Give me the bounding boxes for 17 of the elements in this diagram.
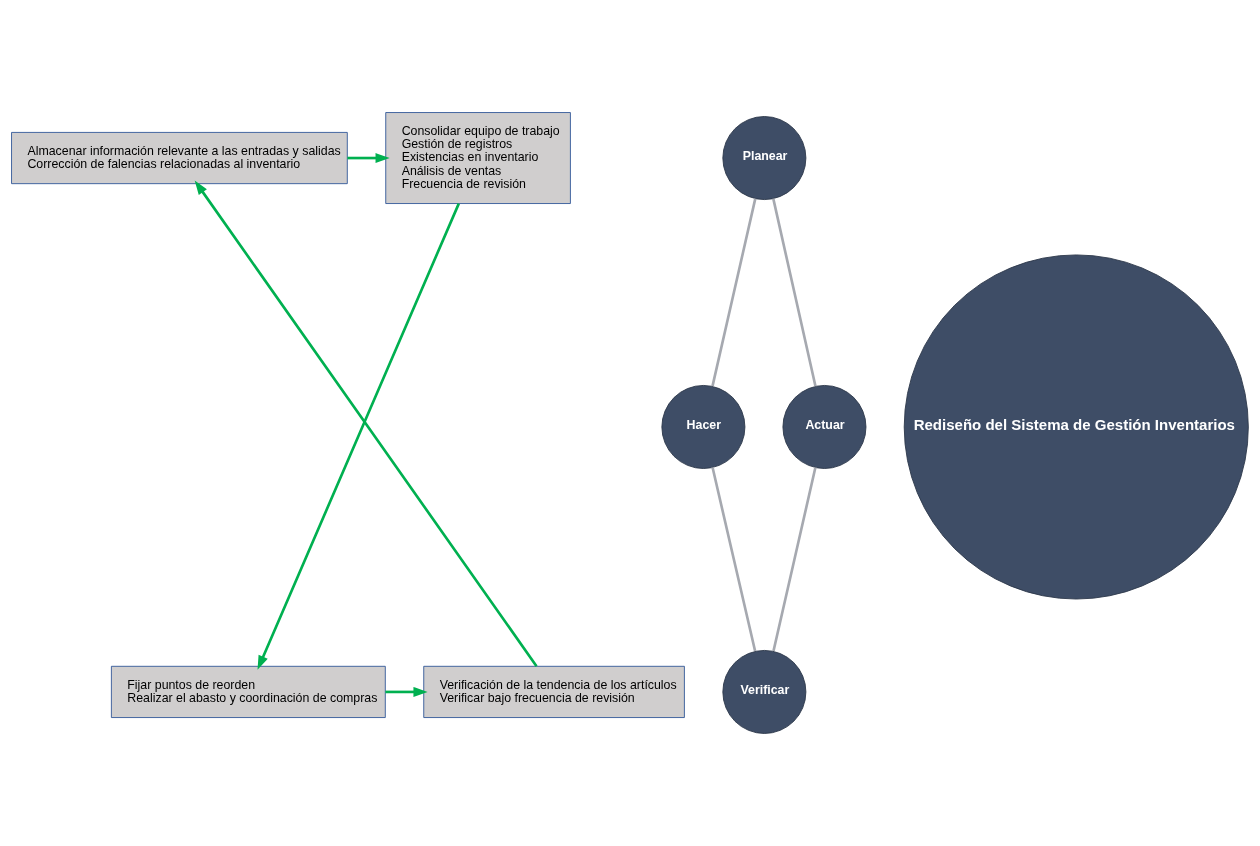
arrow xyxy=(385,686,428,697)
connector xyxy=(711,198,757,387)
arrow xyxy=(347,153,390,163)
node-box: Consolidar equipo de trabajo Gestión de registros Existencias en inventario Análisis de ventas Frecuencia de revisión xyxy=(385,112,571,204)
node-circle: Hacer xyxy=(661,385,746,469)
node-circle: Verificar xyxy=(722,649,807,734)
node-circle: Actuar xyxy=(782,385,867,469)
node-box: Verificación de la tendencia de los artículos Verificar bajo frecuencia de revisión xyxy=(423,665,685,718)
arrow xyxy=(194,180,538,667)
arrow xyxy=(257,203,460,670)
node-box: Almacenar información relevante a las entradas y salidas Corrección de falencias relacionadas al inventario xyxy=(11,132,348,185)
connector xyxy=(711,467,757,652)
node-circle: Planear xyxy=(722,116,807,200)
connector xyxy=(772,198,817,387)
node-box: Fijar puntos de reorden Realizar el abasto y coordinación de compras xyxy=(110,665,386,718)
connector xyxy=(772,467,817,652)
node-circle: Rediseño del Sistema de Gestión Inventarios xyxy=(903,254,1249,600)
